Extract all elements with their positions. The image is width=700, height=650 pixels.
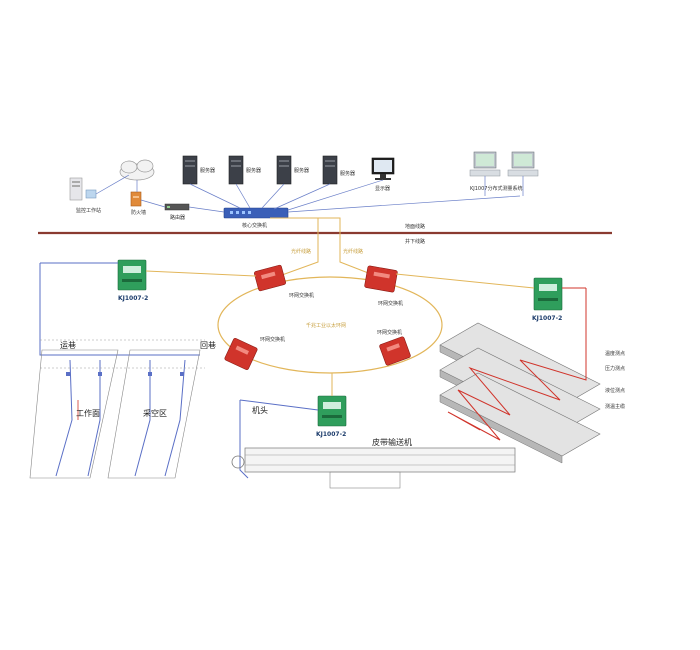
server-icon	[182, 155, 198, 185]
monitor-icon	[371, 157, 395, 180]
tank-label: 液位测点	[605, 387, 625, 394]
kj1007-substation-icon	[533, 277, 563, 311]
ring-switch-icon	[364, 265, 398, 293]
kj1007-label: KJ1007-2	[118, 295, 148, 302]
tank-shelf-structure	[439, 287, 601, 464]
ring-switch-icon	[224, 337, 258, 371]
ring-switch-label: 环网交换机	[377, 329, 402, 336]
kj1007-system-label: KJ1007分布式测量系统	[470, 185, 522, 192]
core-switch-label: 核心交换机	[242, 222, 267, 229]
ring-switch-icon	[379, 336, 411, 366]
ring-switch-label: 环网交换机	[378, 300, 403, 307]
ring-switch-label: 环网交换机	[260, 336, 285, 343]
server-icon	[276, 155, 292, 185]
belt-conveyor	[231, 399, 516, 489]
kj1007-label: KJ1007-2	[316, 431, 346, 438]
firewall-label: 防火墙	[131, 209, 146, 216]
fiber-downlinks	[270, 217, 377, 277]
tank-label: 压力测点	[605, 365, 625, 372]
workface-label: 工作面	[76, 408, 100, 418]
server-icon	[322, 155, 338, 185]
fiber-label: 光纤线路	[291, 248, 311, 255]
ring-switch-label: 环网交换机	[289, 292, 314, 299]
ring-switch-icon	[254, 264, 286, 292]
gigabit-ring-network	[217, 276, 443, 374]
tank-label: 温度测点	[605, 350, 625, 357]
workstation-label: 监控工作站	[76, 207, 101, 214]
surface-network-links	[95, 174, 524, 213]
server-label: 服务器	[200, 167, 215, 174]
conveyor-label: 皮带输送机	[372, 437, 412, 447]
server-label: 服务器	[340, 170, 355, 177]
surface-label: 地面线路	[405, 223, 425, 230]
server-label: 服务器	[294, 167, 309, 174]
server-label: 服务器	[246, 167, 261, 174]
lane-label: 回巷	[200, 341, 216, 350]
router-icon	[164, 203, 190, 211]
workface-area	[29, 262, 205, 479]
goaf-label: 采空区	[143, 408, 167, 418]
substation-links	[145, 270, 535, 396]
server-icon	[228, 155, 244, 185]
router-label: 路由器	[170, 214, 185, 221]
kj1007-substation-icon	[117, 259, 147, 291]
kj1007-label: KJ1007-2	[532, 315, 562, 322]
workstation-monitor-icon	[507, 151, 539, 177]
underground-label: 井下线路	[405, 238, 425, 245]
ring-network-label: 千兆工业以太环网	[306, 322, 346, 329]
core-switch-icon	[223, 207, 289, 219]
workstation-monitor-icon	[469, 151, 501, 177]
firewall-icon	[130, 191, 142, 207]
cloud-icon	[119, 159, 155, 181]
fiber-label: 光纤线路	[343, 248, 363, 255]
monitor-label: 显示器	[375, 186, 390, 192]
kj1007-substation-icon	[317, 395, 347, 427]
lane-label: 运巷	[60, 341, 76, 350]
tank-label: 测温主缆	[605, 403, 625, 410]
head-label: 机头	[252, 405, 268, 415]
workstation-pc-icon	[69, 177, 97, 201]
